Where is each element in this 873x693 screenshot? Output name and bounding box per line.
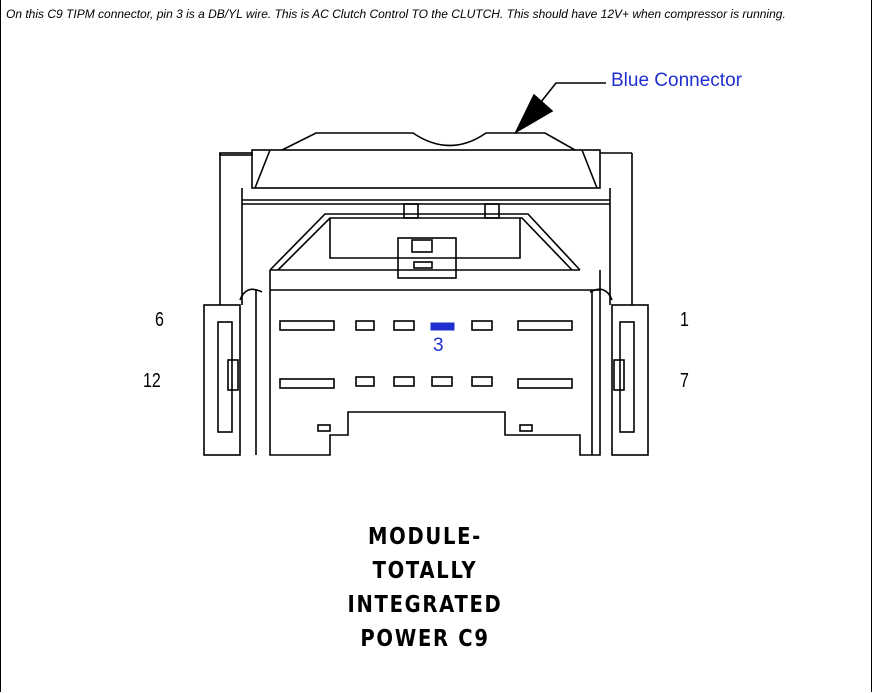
pin-row-top [279,320,573,331]
pin-slot-10 [393,376,415,387]
pin-label-3: 3 [433,335,444,356]
pin-slot-12 [279,378,335,389]
note-text: On this C9 TIPM connector, pin 3 is a DB… [6,7,786,21]
pin-slot-7 [517,378,573,389]
callout-arrowhead [514,93,554,135]
pin-row-bottom [279,376,573,389]
pin-slot-6 [279,320,335,331]
left-ear [203,304,241,456]
pin-label-1: 1 [680,309,689,331]
pin-slot-8 [471,376,493,387]
callout-label: Blue Connector [611,70,742,91]
callout-leader [536,82,606,108]
connector-title: MODULE- TOTALLY INTEGRATED POWER C9 [330,520,520,656]
title-line-4: POWER C9 [360,626,490,652]
title-line-3: INTEGRATED [347,592,503,618]
connector-top-plate [251,149,601,189]
pin-slot-9 [431,376,453,387]
connector-lid [281,132,576,151]
pin-slot-1 [517,320,573,331]
center-latch [397,237,457,279]
pin-slot-4 [393,320,415,331]
pin-label-6: 6 [155,309,164,331]
right-ear [611,304,649,456]
title-line-2: TOTALLY [372,558,478,584]
pin-slot-11 [355,376,375,387]
pin-label-7: 7 [680,370,689,392]
pin-slot-5 [355,320,375,331]
pin-label-12: 12 [143,370,161,392]
pin-slot-2 [471,320,493,331]
connector-latch-frame [219,152,253,156]
title-line-1: MODULE- [367,524,483,550]
pin-slot-3-highlight [430,322,455,331]
